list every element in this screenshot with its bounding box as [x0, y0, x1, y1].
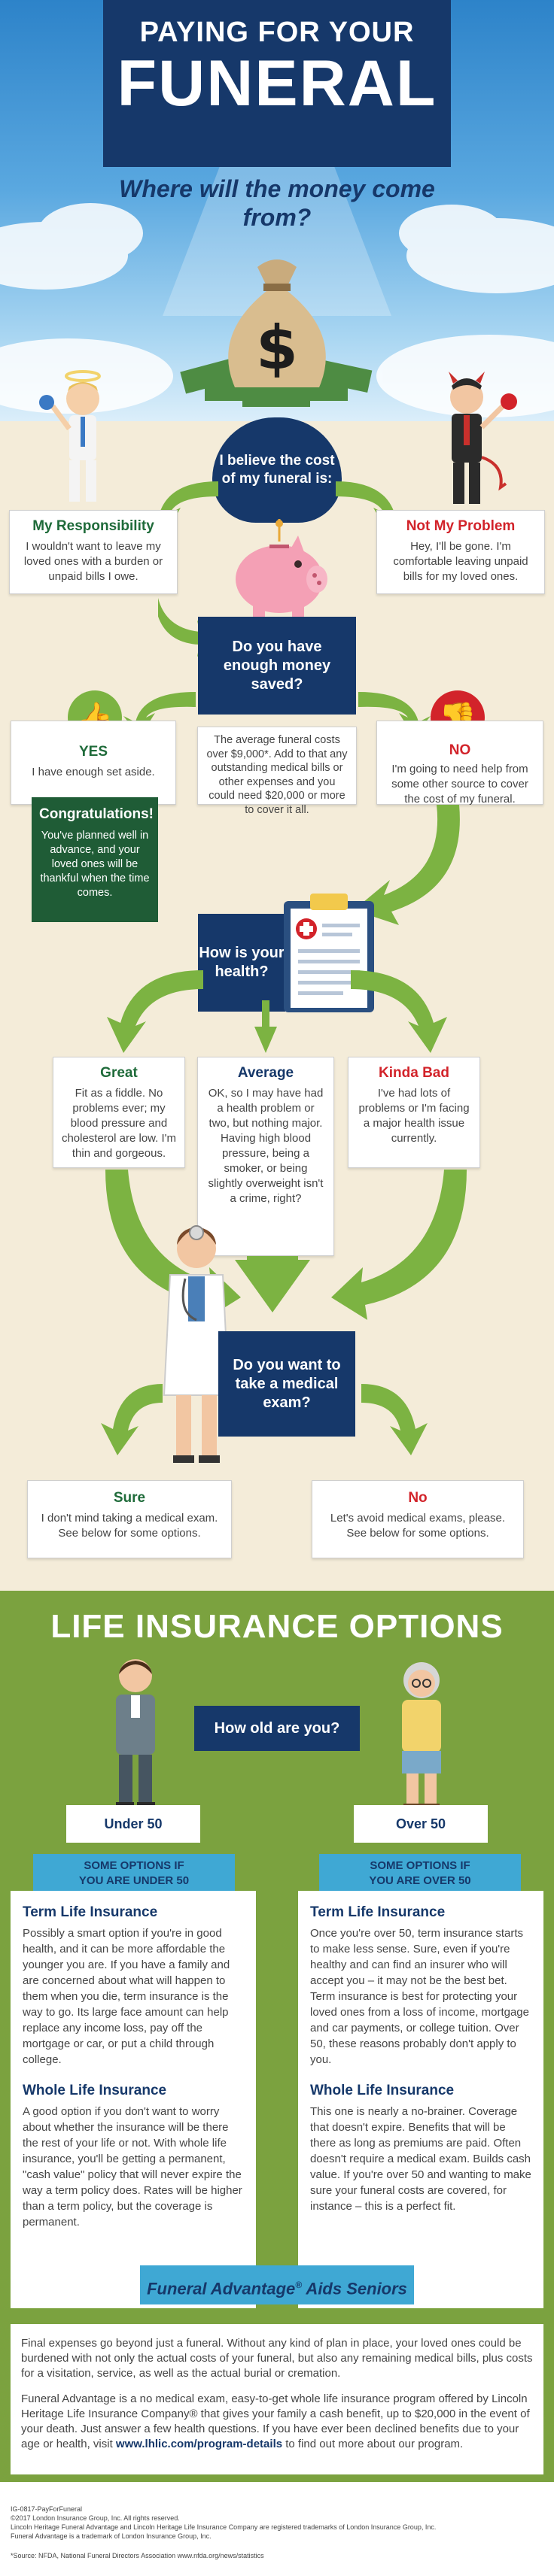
card-text: Fit as a fiddle. No problems ever; my bl…: [61, 1087, 177, 1160]
card-no-exam: No Let's avoid medical exams, please. Se…: [312, 1480, 524, 1558]
devil-illustration: [449, 372, 517, 504]
health-question: How is your health?: [198, 914, 285, 1012]
advantage-panel: Final expenses go beyond just a funeral.…: [11, 2324, 543, 2474]
card-text: I don't mind taking a medical exam. See …: [41, 1512, 218, 1540]
footer-source: *Source: NFDA, National Funeral Director…: [11, 2552, 264, 2559]
card-yes: YES I have enough set aside.: [11, 721, 176, 805]
whole-text: This one is nearly a no-brainer. Coverag…: [310, 2105, 531, 2213]
options-over-50: Term Life Insurance Once you're over 50,…: [298, 1891, 543, 2308]
band-under-50: SOME OPTIONS IF YOU ARE UNDER 50: [33, 1854, 235, 1893]
options-under-50: Term Life Insurance Possibly a smart opt…: [11, 1891, 256, 2308]
footer-trademarks-1: Lincoln Heritage Funeral Advantage and L…: [11, 2523, 437, 2531]
health-arrows: [107, 970, 447, 1053]
card-text: OK, so I may have had a health problem o…: [208, 1087, 324, 1205]
card-kinda-bad: Kinda Bad I've had lots of problems or I…: [348, 1057, 480, 1168]
card-text: Let's avoid medical exams, please. See b…: [330, 1512, 506, 1540]
whole-title: Whole Life Insurance: [23, 2083, 167, 2098]
exam-arrows: [105, 1170, 467, 1320]
no-arrow: [354, 805, 460, 925]
term-title: Term Life Insurance: [23, 1904, 158, 1920]
belief-question: I believe the cost of my funeral is:: [212, 417, 342, 523]
life-insurance-title: LIFE INSURANCE OPTIONS: [50, 1608, 504, 1645]
card-great: Great Fit as a fiddle. No problems ever;…: [53, 1057, 185, 1168]
card-title: Average: [237, 1065, 294, 1081]
exam-side-arrows: [101, 1384, 428, 1455]
card-text: I've had lots of problems or I'm facing …: [358, 1087, 470, 1145]
advantage-title-suffix: Aids Seniors: [302, 2279, 407, 2298]
doctor-illustration: [163, 1225, 230, 1463]
card-text: Hey, I'll be gone. I'm comfortable leavi…: [393, 540, 528, 583]
whole-title: Whole Life Insurance: [310, 2083, 455, 2098]
card-my-responsibility: My Responsibility I wouldn't want to lea…: [9, 510, 178, 594]
term-title: Term Life Insurance: [310, 1904, 446, 1920]
card-title: Sure: [113, 1490, 146, 1506]
advantage-para-1: Final expenses go beyond just a funeral.…: [21, 2337, 533, 2380]
advantage-para-2-end: to find out more about our program.: [282, 2438, 464, 2450]
card-title: My Responsibility: [32, 518, 154, 534]
footer-text: IG-0817-PayForFuneral ©2017 London Insur…: [11, 2505, 543, 2560]
band-over-50: SOME OPTIONS IF YOU ARE OVER 50: [319, 1854, 521, 1893]
subtitle: Where will the money come from?: [119, 175, 435, 231]
footer-section: [0, 2482, 554, 2576]
advantage-title: Funeral Advantage: [147, 2279, 296, 2298]
title-banner: PAYING FOR YOUR FUNERAL: [103, 0, 451, 167]
advantage-para-2-text: Funeral Advantage is a no medical exam, …: [21, 2392, 530, 2450]
label-under-50: Under 50: [66, 1805, 200, 1843]
congrats-title: Congratulations!: [39, 806, 154, 822]
label-over-50: Over 50: [354, 1805, 488, 1843]
card-title: YES: [78, 744, 108, 760]
card-title: NO: [449, 742, 471, 758]
card-title: No: [408, 1490, 428, 1506]
card-average-cost: The average funeral costs over $9,000*. …: [197, 727, 357, 816]
card-not-my-problem: Not My Problem Hey, I'll be gone. I'm co…: [376, 510, 545, 594]
advantage-para-2: Funeral Advantage is a no medical exam, …: [21, 2392, 533, 2452]
card-text: I have enough set aside.: [32, 766, 155, 778]
card-text: I wouldn't want to leave my loved ones w…: [23, 540, 163, 583]
footer-trademarks-2: Funeral Advantage is a trademark of Lond…: [11, 2532, 212, 2540]
age-question: How old are you?: [194, 1706, 360, 1751]
title-line-2: FUNERAL: [117, 47, 437, 120]
man-illustration: [116, 1659, 155, 1810]
advantage-banner: Funeral Advantage® Aids Seniors: [140, 2265, 414, 2304]
card-sure: Sure I don't mind taking a medical exam.…: [27, 1480, 232, 1558]
card-no: NO I'm going to need help from some othe…: [376, 721, 543, 806]
title-line-1: PAYING FOR YOUR: [139, 17, 415, 48]
term-text: Possibly a smart option if you're in goo…: [23, 1927, 230, 2066]
card-title: Great: [100, 1065, 138, 1081]
term-text: Once you're over 50, term insurance star…: [310, 1927, 529, 2066]
card-average: Average OK, so I may have had a health p…: [197, 1057, 334, 1256]
svg-text:$: $: [256, 313, 298, 383]
footer-code: IG-0817-PayForFuneral: [11, 2505, 83, 2513]
advantage-trademark: ®: [295, 2280, 303, 2290]
congratulations-box: Congratulations! You've planned well in …: [32, 797, 158, 922]
angel-illustration: [39, 370, 101, 502]
card-text: I'm going to need help from some other s…: [391, 763, 528, 806]
exam-question: Do you want to take a medical exam?: [218, 1331, 355, 1437]
savings-question: Do you have enough money saved?: [198, 617, 356, 715]
piggy-bank-icon: [236, 519, 327, 619]
congrats-text: You've planned well in advance, and your…: [40, 830, 150, 899]
money-bag-icon: $: [180, 259, 373, 407]
card-title: Kinda Bad: [379, 1065, 449, 1081]
program-link[interactable]: www.lhlic.com/program-details: [115, 2438, 283, 2450]
card-text: The average funeral costs over $9,000*. …: [206, 734, 348, 816]
woman-illustration: [402, 1662, 441, 1811]
card-title: Not My Problem: [406, 518, 516, 534]
footer-copyright: ©2017 London Insurance Group, Inc. All r…: [11, 2514, 180, 2522]
whole-text: A good option if you don't want to worry…: [23, 2105, 242, 2229]
